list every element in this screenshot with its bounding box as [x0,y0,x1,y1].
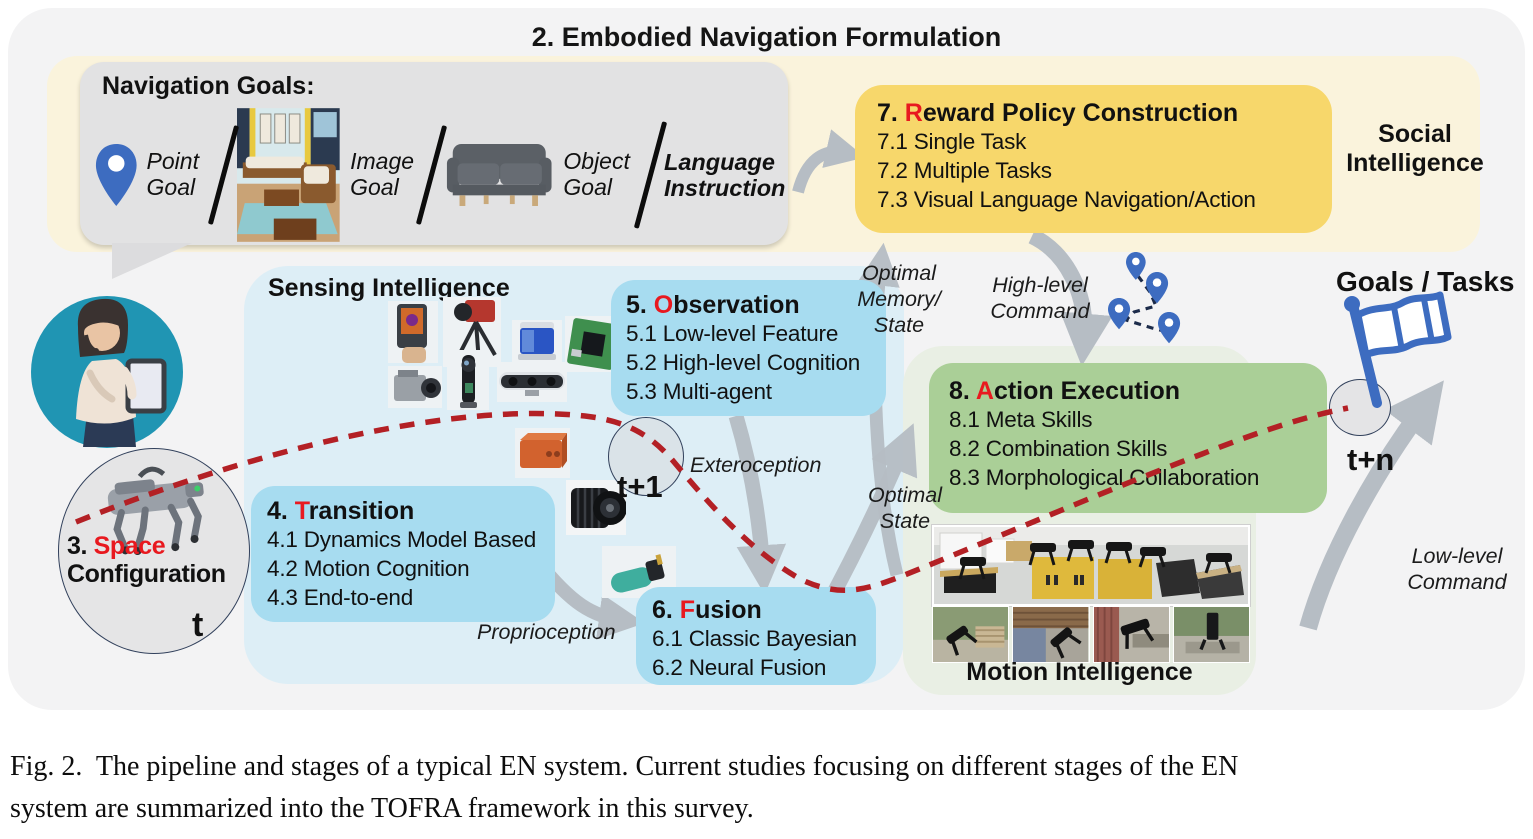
image-goal-label: Image Goal [350,148,415,200]
fusion-title: 6. Fusion [652,596,762,624]
transition-box: 4. Transition 4.1 Dynamics Model Based 4… [251,486,555,622]
slash-divider [415,125,448,225]
space-configuration-title: 3. Space Configuration [67,532,226,588]
action-item: 8.1 Meta Skills [949,407,1093,432]
imu-sensor-photo [515,428,570,478]
goal-flag-icon [1344,291,1452,408]
waypoint-pins-icon [1108,252,1181,344]
navigation-goals-panel: Navigation Goals: Point Goal [80,62,788,279]
presenter-illustration [31,296,183,448]
robot-climb-photo-2 [1012,606,1090,663]
observation-title: 5. Observation [626,291,800,319]
caption-line: Fig. 2. The pipeline and stages of a typ… [10,751,1239,782]
action-execution-box: 8. Action Execution 8.1 Meta Skills 8.2 … [929,363,1327,513]
exteroception-label: Exteroception [690,453,822,477]
robot-climb-photo-3 [1092,606,1170,663]
transition-item: 4.3 End-to-end [267,584,414,610]
robot-lab-panorama-photo [932,525,1250,606]
fusion-box: 6. Fusion 6.1 Classic Bayesian 6.2 Neura… [636,587,876,685]
transition-item: 4.1 Dynamics Model Based [267,527,537,552]
observation-box: 5. Observation 5.1 Low-level Feature 5.2… [611,280,886,416]
language-instruction-label: Language Instruction [664,148,786,201]
robot-outdoor-photos [932,606,1250,663]
reward-item: 7.3 Visual Language Navigation/Action [877,186,1256,212]
fusion-item: 6.1 Classic Bayesian [652,626,857,651]
robot-climb-photo-4 [1172,606,1250,663]
reward-item: 7.1 Single Task [877,129,1027,154]
space-configuration-circle: 3. Space Configuration [58,448,250,654]
industrial-camera-photo [388,366,442,408]
transition-item: 4.2 Motion Cognition [267,555,470,581]
fusion-item: 6.2 Neural Fusion [652,654,827,680]
figure-canvas: 2. Embodied Navigation Formulation Navig… [8,8,1525,710]
reward-policy-title: 7. Reward Policy Construction [877,99,1239,127]
navigation-goals-title: Navigation Goals: [102,72,315,100]
action-item: 8.3 Morphological Collaboration [949,464,1260,490]
robot-climb-photo-1 [932,606,1010,663]
living-room-photo [237,108,341,242]
navigation-goals-row: Point Goal Image Goal [94,108,786,242]
motion-intelligence-label: Motion Intelligence [966,658,1193,686]
time-t-label: t [192,606,204,644]
thermal-camera-photo [388,301,438,363]
slash-divider [208,125,240,225]
sofa-photo [446,144,552,206]
slash-divider [633,121,668,229]
lidar-photo [512,320,562,362]
object-goal-label: Object Goal [563,148,630,200]
speech-bubble-tail [112,243,192,279]
observation-item: 5.1 Low-level Feature [626,321,839,346]
action-item: 8.2 Combination Skills [949,435,1168,461]
high-level-command-label: High-level Command [990,273,1090,324]
panoramic-camera-photo [447,350,489,410]
optimal-memory-state-label: Optimal Memory/ State [857,261,941,338]
map-pin-icon [95,144,137,206]
observation-item: 5.3 Multi-agent [626,378,772,404]
action-title: 8. Action Execution [949,377,1181,405]
reward-item: 7.2 Multiple Tasks [877,157,1052,183]
low-level-command-label: Low-level Command [1407,544,1507,595]
stereo-camera-photo [497,362,567,402]
reward-policy-box: 7. Reward Policy Construction 7.1 Single… [855,85,1332,233]
optimal-state-label: Optimal State [867,483,943,534]
time-t1-label: t+1 [617,469,663,504]
point-goal-label: Point Goal [146,148,199,200]
observation-item: 5.2 High-level Cognition [626,349,861,375]
proprioception-label: Proprioception [477,620,616,644]
figure-caption: Fig. 2. The pipeline and stages of a typ… [10,746,1527,830]
figure-title: 2. Embodied Navigation Formulation [531,22,1002,52]
caption-line: system are summarized into the TOFRA fra… [10,793,754,824]
goals-tasks-label: Goals / Tasks [1336,266,1515,297]
social-intelligence-label: Social Intelligence [1346,120,1484,177]
transition-title: 4. Transition [267,497,415,525]
time-tn-label: t+n [1347,442,1395,477]
